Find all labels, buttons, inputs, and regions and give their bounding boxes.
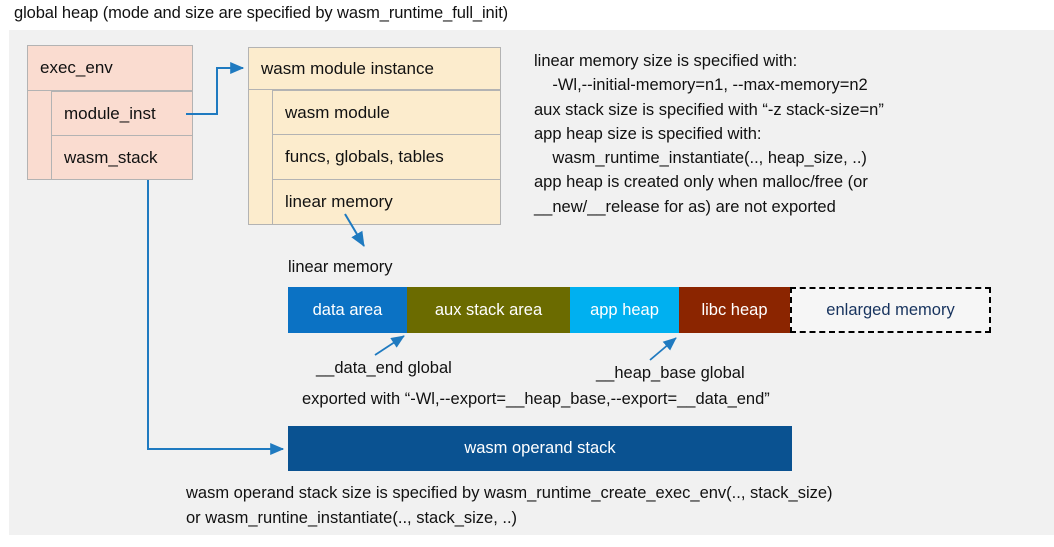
module-field-funcs-globals-tables: funcs, globals, tables — [273, 135, 501, 180]
module-field-wasm-module: wasm module — [273, 90, 501, 135]
annotation-exported-with: exported with “-Wl,--export=__heap_base,… — [302, 390, 770, 408]
exec-env-gutter — [27, 91, 52, 180]
wasm-module-instance-header-label: wasm module instance — [261, 58, 434, 78]
wasm-operand-stack-bar: wasm operand stack — [288, 426, 792, 471]
page-title: global heap (mode and size are specified… — [14, 4, 509, 22]
annotation-data-end: __data_end global — [316, 359, 452, 377]
memory-segment-enlarged-memory: enlarged memory — [790, 287, 991, 333]
wasm-module-instance-gutter — [248, 90, 273, 225]
exec-env-field-wasm-stack: wasm_stack — [52, 136, 193, 180]
memory-segment-app-heap: app heap — [570, 287, 679, 333]
memory-segment-label: aux stack area — [434, 300, 543, 319]
memory-segment-label: enlarged memory — [826, 300, 955, 319]
module-field-linear-memory: linear memory — [273, 180, 501, 225]
module-inst-label: module_inst — [64, 103, 156, 123]
memory-segment-libc-heap: libc heap — [679, 287, 790, 333]
linear-memory-caption: linear memory — [288, 258, 393, 276]
exec-env-header-label: exec_env — [40, 58, 113, 77]
wasm-module-label: wasm module — [285, 102, 390, 122]
exec-env-header: exec_env — [27, 45, 193, 91]
memory-segment-label: data area — [312, 300, 383, 319]
exec-env-field-module-inst: module_inst — [52, 91, 193, 136]
annotation-heap-base: __heap_base global — [596, 364, 745, 382]
wasm-stack-label: wasm_stack — [64, 147, 158, 167]
memory-segment-label: libc heap — [701, 300, 768, 319]
wasm-operand-stack-label: wasm operand stack — [464, 439, 616, 457]
linear-memory-bar: data area aux stack area app heap libc heap… — [288, 287, 991, 333]
funcs-globals-tables-label: funcs, globals, tables — [285, 147, 444, 166]
memory-segment-label: app heap — [590, 300, 659, 319]
linear-memory-info-note: linear memory size is specified with: -W… — [534, 52, 884, 216]
operand-stack-note: wasm operand stack size is specified by … — [186, 484, 833, 527]
wasm-module-instance-header: wasm module instance — [248, 47, 501, 90]
memory-segment-data-area: data area — [288, 287, 407, 333]
linear-memory-field-label: linear memory — [285, 192, 393, 211]
memory-segment-aux-stack-area: aux stack area — [407, 287, 570, 333]
